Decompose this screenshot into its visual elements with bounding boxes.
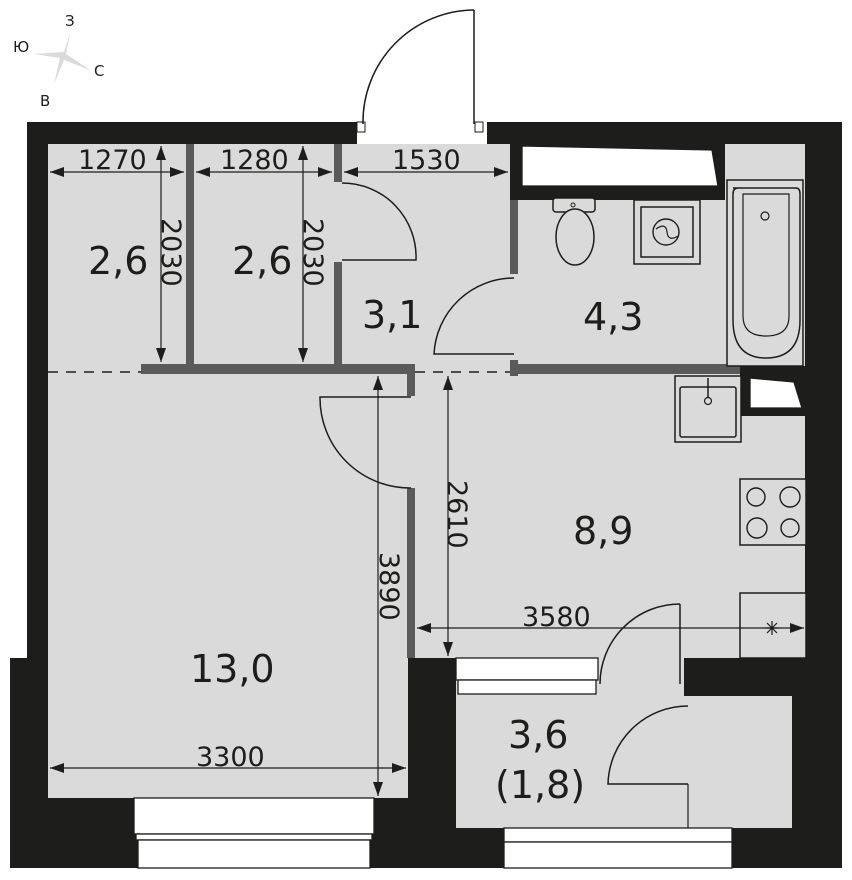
compass-east-label: В bbox=[40, 92, 50, 110]
area-loggia-reduced: (1,8) bbox=[495, 763, 585, 807]
exterior-walls bbox=[10, 122, 842, 868]
dim-living-depth: 3890 bbox=[373, 552, 404, 621]
compass-north-label: С bbox=[94, 62, 104, 80]
toilet-icon bbox=[555, 208, 595, 266]
living-window bbox=[133, 797, 375, 835]
dim-hallway-width: 1530 bbox=[392, 145, 461, 176]
area-kitchen: 8,9 bbox=[573, 509, 633, 553]
bathroom-fixtures bbox=[552, 179, 804, 367]
bathroom-window bbox=[521, 145, 719, 187]
kitchen-window bbox=[749, 377, 803, 409]
compass-rose-icon: З Ю С В bbox=[13, 12, 104, 110]
dim-kitchen-depth: 2610 bbox=[441, 480, 472, 549]
windows bbox=[133, 145, 803, 869]
dim-storage1-width: 1270 bbox=[78, 145, 147, 176]
partitions bbox=[141, 144, 740, 658]
area-storage-2: 2,6 bbox=[232, 239, 292, 283]
area-living-room: 13,0 bbox=[190, 647, 275, 691]
area-hallway: 3,1 bbox=[362, 293, 422, 337]
area-bathroom: 4,3 bbox=[583, 295, 643, 339]
dimension-lines bbox=[50, 146, 804, 796]
interior-doors bbox=[319, 182, 689, 828]
entrance-door bbox=[356, 9, 484, 133]
area-loggia: 3,6 bbox=[508, 713, 568, 757]
dim-storage2-width: 1280 bbox=[220, 145, 289, 176]
compass-west-label: З bbox=[65, 12, 75, 30]
kitchen-fixtures bbox=[674, 375, 807, 659]
dim-storage1-depth: 2030 bbox=[155, 218, 186, 287]
kitchen-loggia-window bbox=[455, 657, 599, 681]
dimension-labels: 1270 1280 1530 2030 2030 2610 3890 3580 … bbox=[78, 145, 591, 773]
area-storage-1: 2,6 bbox=[88, 239, 148, 283]
dim-living-width: 3300 bbox=[196, 742, 265, 773]
loggia-glazing bbox=[503, 827, 733, 843]
room-area-labels: 2,6 2,6 3,1 4,3 8,9 13,0 3,6 (1,8) bbox=[88, 239, 643, 807]
compass-south-label: Ю bbox=[13, 38, 29, 56]
dim-kitchen-width: 3580 bbox=[522, 602, 591, 633]
dim-storage2-depth: 2030 bbox=[297, 218, 328, 287]
